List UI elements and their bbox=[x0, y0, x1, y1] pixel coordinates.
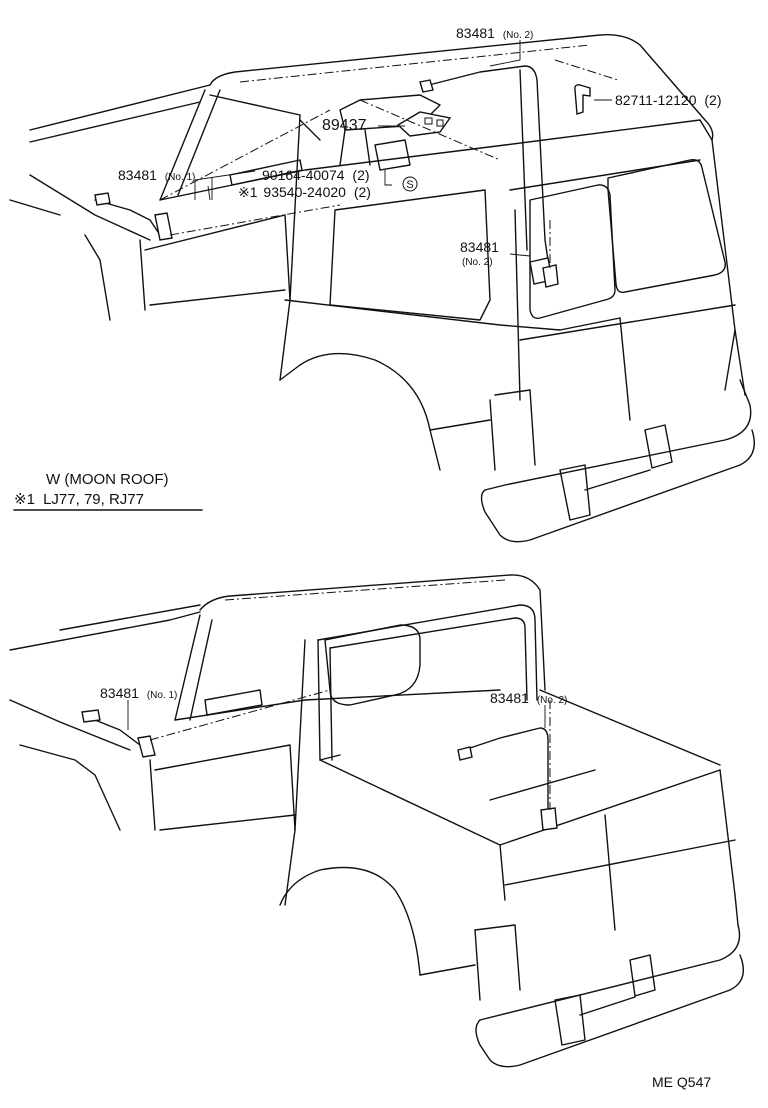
legend: W (MOON ROOF) ※1 LJ77, 79, RJ77 bbox=[13, 471, 203, 511]
s-symbol: S bbox=[406, 179, 413, 191]
legend-line2: ※1 LJ77, 79, RJ77 bbox=[14, 491, 144, 508]
s-symbol-circle bbox=[402, 176, 418, 192]
label-screw-alt: ※1 93540-24020 (2) bbox=[238, 184, 371, 200]
label-clip: 82711-12120 (2) bbox=[615, 92, 722, 108]
upper-vehicle-drawing bbox=[9, 34, 755, 543]
label-wire-no1-upper: 83481 (No. 1) bbox=[118, 167, 195, 183]
label-wire-no2-lower: 83481 (No. 2) bbox=[490, 690, 567, 706]
upper-labels: 83481 (No. 2) 82711-12120 (2) 89437 8348… bbox=[118, 25, 722, 268]
label-wire-no1-lower: 83481 (No. 1) bbox=[100, 685, 177, 701]
label-screw: 90164-40074 (2) bbox=[262, 167, 370, 183]
lower-leader-lines bbox=[127, 700, 546, 730]
label-wire-no2-rear-qual: (No. 2) bbox=[462, 257, 493, 268]
upper-leader-lines bbox=[194, 40, 612, 257]
catalog-code: ME Q547 bbox=[652, 1074, 711, 1090]
legend-line1: W (MOON ROOF) bbox=[46, 471, 168, 488]
label-wire-no2-rear: 83481 bbox=[460, 239, 499, 255]
label-switch: 89437 bbox=[322, 117, 367, 134]
label-wire-no2-top: 83481 (No. 2) bbox=[456, 25, 533, 41]
lower-labels: 83481 (No. 1) 83481 (No. 2) bbox=[100, 685, 567, 706]
lower-vehicle-drawing bbox=[9, 574, 744, 1068]
